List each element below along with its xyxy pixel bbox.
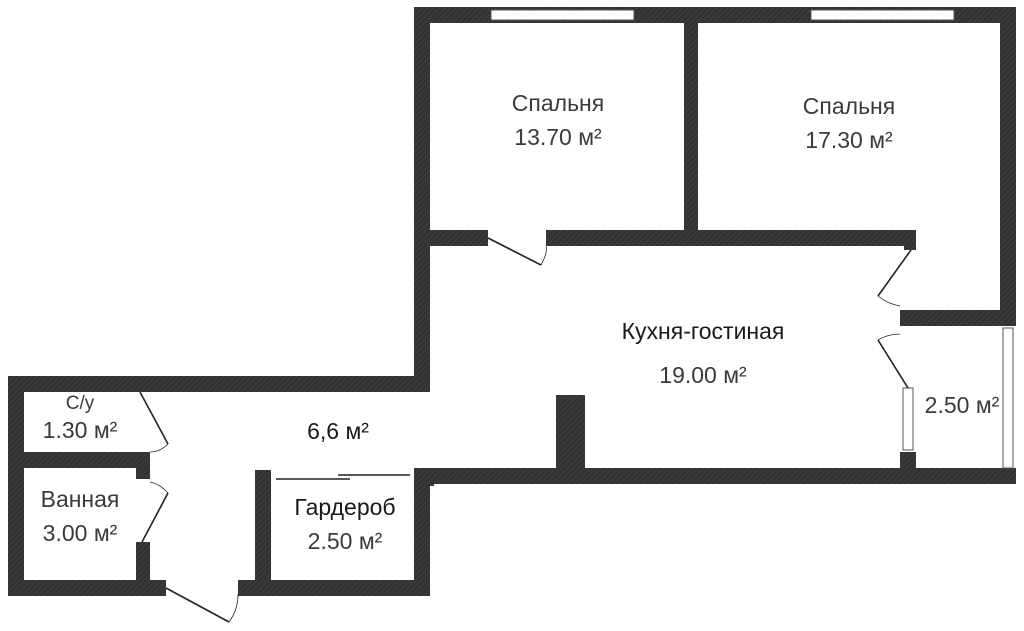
room-hallway: 6,6 м² [307, 418, 369, 444]
room-toilet: С/у 1.30 м² [43, 393, 118, 443]
room-area: 6,6 м² [307, 418, 369, 444]
room-kitchen-living: Кухня-гостиная 19.00 м² [622, 318, 785, 389]
room-name: Спальня [511, 90, 605, 116]
room-name: Гардероб [294, 494, 396, 520]
room-area: 17.30 м² [805, 127, 893, 154]
room-area: 19.00 м² [659, 362, 747, 389]
room-balcony: 2.50 м² [925, 392, 1000, 418]
room-name: Спальня [802, 93, 896, 119]
room-name: С/у [65, 393, 95, 414]
room-bedroom-1: Спальня 13.70 м² [512, 90, 604, 151]
room-bedroom-2: Спальня 17.30 м² [803, 93, 895, 154]
room-bathroom: Ванная 3.00 м² [41, 486, 120, 547]
room-area: 13.70 м² [514, 124, 602, 151]
room-wardrobe: Гардероб 2.50 м² [294, 494, 395, 555]
room-name: Кухня-гостиная [621, 318, 785, 344]
room-area: 3.00 м² [42, 520, 118, 547]
room-area: 1.30 м² [42, 416, 118, 443]
room-area: 2.50 м² [924, 392, 1000, 418]
room-area: 2.50 м² [307, 528, 383, 555]
room-name: Ванная [40, 486, 120, 512]
